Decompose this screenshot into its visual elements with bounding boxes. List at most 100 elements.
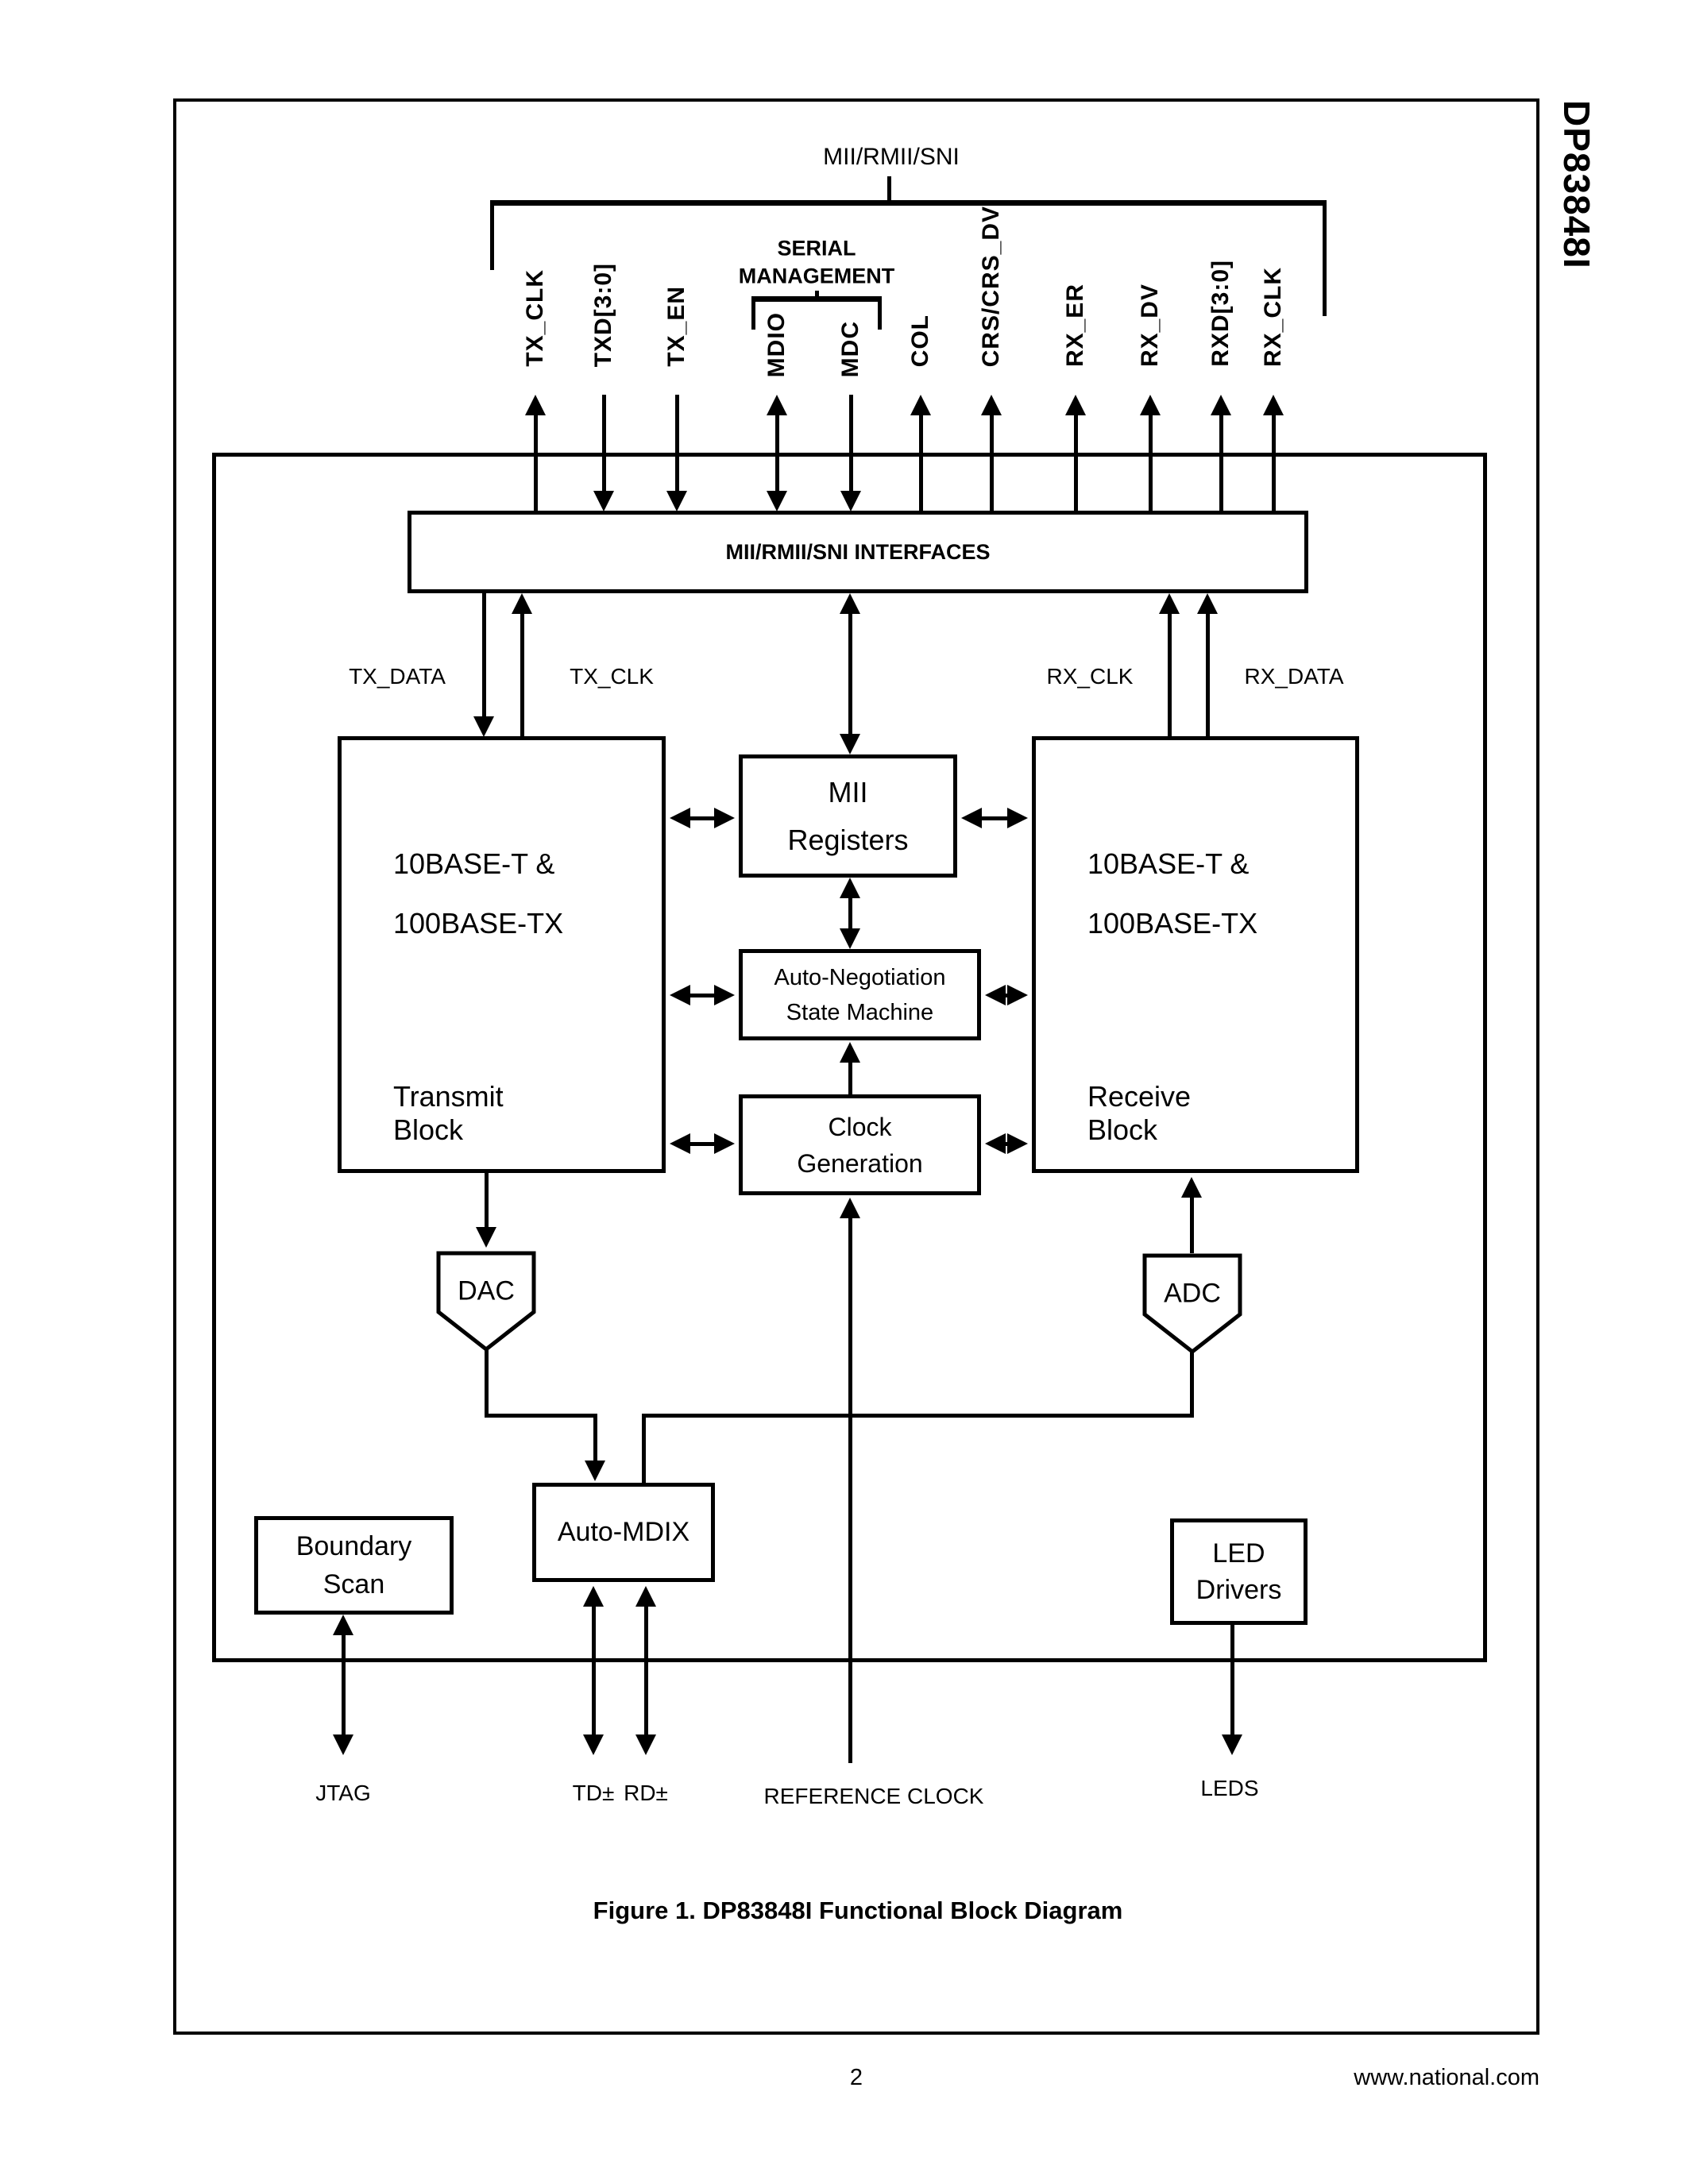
tx-mii-line	[690, 816, 714, 820]
bus-bracket-right-tick	[1323, 200, 1327, 316]
bus-bracket-left-tick	[490, 200, 494, 270]
serial-bracket-left-tick	[751, 296, 755, 330]
mii-registers-block: MII Registers	[739, 754, 957, 878]
adc-out-vline	[1190, 1352, 1194, 1418]
arrowhead-up-mdio	[767, 395, 787, 415]
arrowhead-right-tx-autoneg	[714, 985, 735, 1005]
auto-negotiation-line2: State Machine	[786, 999, 934, 1025]
adc-mdix-vline	[642, 1414, 646, 1483]
arrowhead-left-tx-mii	[670, 808, 690, 828]
transmit-block-line2: 100BASE-TX	[393, 907, 564, 940]
arrowhead-down-rd	[635, 1734, 656, 1755]
arrowhead-up-int-tx-clk	[512, 593, 532, 614]
arrowhead-left-clockgen-rx	[985, 1133, 1006, 1154]
arrowhead-up-mii-autoneg	[840, 878, 860, 898]
arrowhead-down-tx-en	[666, 491, 687, 511]
bus-label: MII/RMII/SNI	[823, 144, 960, 170]
dac-label: DAC	[458, 1275, 515, 1306]
td-line	[592, 1607, 596, 1734]
leds-line	[1230, 1625, 1234, 1734]
tx-clockgen-line	[690, 1142, 714, 1146]
receive-block: 10BASE-T & 100BASE-TX Receive Block	[1032, 736, 1359, 1173]
signal-line-rxd	[1219, 415, 1223, 511]
receive-block-line4: Block	[1087, 1113, 1158, 1146]
mii-autoneg-line	[848, 898, 852, 928]
clock-autoneg-line	[848, 1063, 852, 1094]
adc-rx-line	[1190, 1198, 1194, 1253]
int-rx-clk-label: RX_CLK	[1046, 664, 1134, 689]
signal-label-mdio: MDIO	[763, 311, 790, 377]
signal-label-crs: CRS/CRS_DV	[978, 205, 1004, 367]
signal-label-rx-er: RX_ER	[1062, 283, 1088, 367]
boundary-scan-block: Boundary Scan	[254, 1516, 454, 1615]
boundary-scan-line1: Boundary	[295, 1531, 412, 1561]
serial-bracket-bar	[751, 296, 882, 302]
td-label: TD±	[572, 1781, 615, 1805]
arrowhead-left-tx-autoneg	[670, 985, 690, 1005]
adc-label: ADC	[1164, 1278, 1221, 1309]
rd-label: RD±	[624, 1781, 668, 1805]
signal-line-col	[919, 415, 923, 511]
jtag-line	[342, 1635, 346, 1734]
refclock-line	[848, 1218, 852, 1763]
arrowhead-left-autoneg-rx	[985, 985, 1006, 1005]
signal-label-txd: TXD[3:0]	[590, 262, 616, 367]
signal-label-mdc: MDC	[837, 320, 863, 377]
arrowhead-right-clockgen-rx	[1007, 1133, 1028, 1154]
interfaces-block-label: MII/RMII/SNI INTERFACES	[725, 539, 991, 564]
rd-line	[644, 1607, 648, 1734]
arrowhead-down-tx-data	[473, 716, 494, 737]
int-tx-clk-line	[520, 614, 524, 736]
signal-label-tx-en: TX_EN	[663, 286, 689, 367]
receive-block-line2: 100BASE-TX	[1087, 907, 1258, 940]
signal-line-rx-dv	[1149, 415, 1153, 511]
arrowhead-down-leds	[1222, 1734, 1242, 1755]
int-rx-clk-line	[1168, 614, 1172, 736]
arrowhead-up-adc-rx	[1181, 1177, 1202, 1198]
clock-generation-line1: Clock	[828, 1112, 892, 1141]
website-link[interactable]: www.national.com	[1354, 2065, 1539, 2090]
receive-block-line1: 10BASE-T &	[1087, 847, 1250, 880]
arrowhead-right-autoneg-rx	[1007, 985, 1028, 1005]
arrowhead-up-clock-autoneg	[840, 1042, 860, 1063]
transmit-block-line4: Block	[393, 1113, 464, 1146]
arrowhead-left-mii-rx	[961, 808, 982, 828]
mii-reg-link-line	[848, 614, 852, 734]
tx-autoneg-line	[690, 994, 714, 997]
arrowhead-down-mii-autoneg	[840, 928, 860, 949]
arrowhead-up-col	[910, 395, 931, 415]
signal-label-tx-clk: TX_CLK	[522, 269, 548, 367]
receive-block-line3: Receive	[1087, 1080, 1192, 1113]
adc-out-hline	[642, 1414, 1194, 1418]
arrowhead-down-txd	[593, 491, 614, 511]
dac-mdix-vline	[593, 1414, 597, 1461]
signal-line-tx-clk	[534, 415, 538, 511]
clock-generation-block: Clock Generation	[739, 1094, 981, 1195]
int-tx-clk-label: TX_CLK	[570, 664, 654, 689]
serial-management-label-line2: MANAGEMENT	[738, 264, 895, 288]
arrowhead-down-jtag	[333, 1734, 353, 1755]
leds-label: LEDS	[1200, 1776, 1259, 1800]
arrowhead-up-jtag	[333, 1615, 353, 1635]
arrowhead-right-mii-rx	[1007, 808, 1028, 828]
transmit-block-line1: 10BASE-T &	[393, 847, 555, 880]
int-rx-data-label: RX_DATA	[1244, 664, 1344, 689]
bus-bracket-bar	[490, 200, 1327, 206]
jtag-label: JTAG	[315, 1781, 371, 1805]
arrowhead-up-td	[583, 1586, 604, 1607]
arrowhead-down-tx-dac	[476, 1227, 496, 1248]
serial-bracket-right-tick	[878, 296, 882, 330]
adc-shape	[1142, 1253, 1242, 1355]
dac-shape	[436, 1251, 536, 1352]
arrowhead-down-mdio	[767, 491, 787, 511]
auto-negotiation-line1: Auto-Negotiation	[774, 964, 946, 990]
arrowhead-up-crs	[981, 395, 1002, 415]
arrowhead-up-refclock	[840, 1198, 860, 1218]
arrowhead-left-tx-clockgen	[670, 1133, 690, 1154]
clock-generation-line2: Generation	[797, 1148, 923, 1178]
tx-data-label: TX_DATA	[349, 664, 446, 689]
tx-dac-line	[485, 1173, 489, 1227]
page-number: 2	[849, 2065, 863, 2090]
led-drivers-line2: Drivers	[1196, 1575, 1282, 1605]
